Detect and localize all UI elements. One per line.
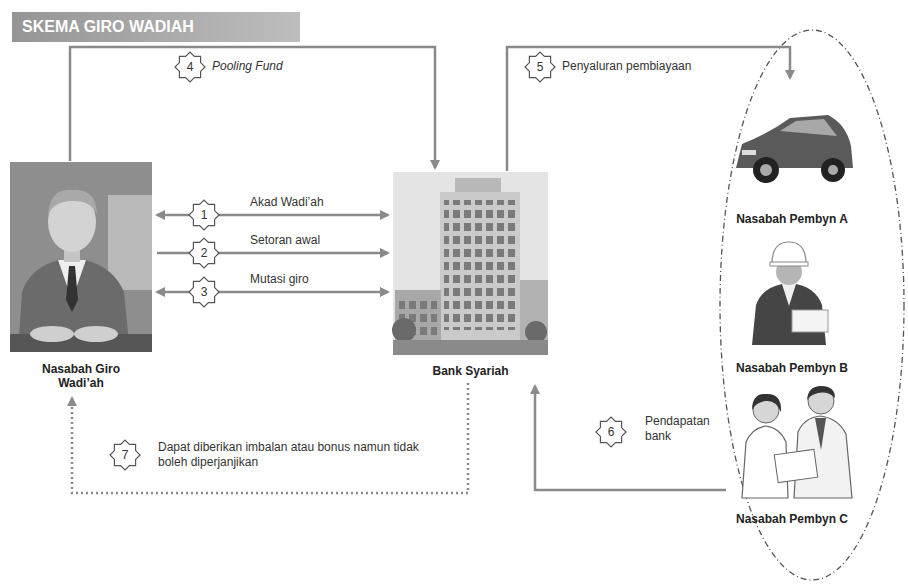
tie <box>66 266 78 312</box>
worker-picture <box>752 242 828 345</box>
callout-number: 7 <box>110 447 140 463</box>
wheel <box>753 157 779 183</box>
callout-star <box>175 52 205 82</box>
flow-arrow <box>72 383 468 493</box>
title-banner <box>12 12 300 42</box>
hub <box>760 164 772 176</box>
party-label: Nasabah Pembyn B <box>728 361 856 375</box>
flow-label: Dapat diberikan imbalan atau bonus namun… <box>158 440 448 470</box>
sky <box>393 172 548 355</box>
flow-arrow <box>70 47 435 168</box>
group-outline <box>720 30 904 580</box>
flow-label: Mutasi giro <box>250 272 390 287</box>
callout-number: 2 <box>189 245 219 261</box>
meeting-picture <box>742 386 852 498</box>
diagram-title: SKEMA GIRO WADIAH <box>22 17 194 37</box>
flow-label: Akad Wadi’ah <box>250 195 390 210</box>
flow-arrow <box>535 386 726 490</box>
callout-number: 6 <box>596 424 626 440</box>
monitor <box>108 195 152 290</box>
callout-star <box>525 52 555 82</box>
flow-arrow <box>507 47 790 171</box>
woman-hair <box>752 394 781 412</box>
flow-label: Setoran awal <box>250 233 390 248</box>
hand <box>30 326 74 342</box>
party-node: Nasabah Pembyn C <box>727 385 857 530</box>
hair <box>48 190 97 215</box>
papers <box>774 449 818 482</box>
callout-number: 3 <box>189 284 219 300</box>
callout-number: 4 <box>175 59 205 75</box>
wheel <box>821 158 845 182</box>
flow-label: Pendapatan bank <box>645 414 725 444</box>
car-light <box>742 150 756 155</box>
street <box>393 340 548 355</box>
hub <box>828 165 838 175</box>
tree <box>525 321 547 343</box>
windows <box>444 200 516 330</box>
party-node: Nasabah Pembyn A <box>727 82 857 230</box>
tower <box>440 192 520 342</box>
callout-star <box>596 417 626 447</box>
flow-label: Pooling Fund <box>212 59 362 74</box>
callout-star <box>110 440 140 470</box>
party-node: Nasabah Pembyn B <box>727 235 857 379</box>
car-picture <box>736 115 853 183</box>
party-label: Nasabah Pembyn C <box>728 512 856 526</box>
car-window <box>780 119 837 136</box>
bank-building <box>392 172 548 355</box>
customer-photo <box>10 162 152 352</box>
party-label: Nasabah Giro Wadi’ah <box>31 362 131 390</box>
callout-star <box>189 277 219 307</box>
side-building <box>520 280 548 342</box>
papers <box>792 310 828 332</box>
callout-star <box>189 238 219 268</box>
helmet-brim <box>770 262 808 266</box>
man-hair <box>807 386 835 400</box>
callout-star <box>189 200 219 230</box>
party-node: Nasabah Giro Wadi’ah <box>10 162 152 394</box>
photo-ground <box>10 162 152 352</box>
party-label: Bank Syariah <box>396 364 546 378</box>
tree <box>392 318 416 342</box>
shirt <box>782 284 796 306</box>
callout-number: 1 <box>189 207 219 223</box>
party-node: Bank Syariah <box>393 172 548 382</box>
hand <box>74 326 118 342</box>
man-tie <box>815 418 826 450</box>
helmet <box>772 242 806 264</box>
party-label: Nasabah Pembyn A <box>728 212 856 226</box>
flow-label: Penyaluran pembiayaan <box>562 59 722 74</box>
callout-number: 5 <box>525 59 555 75</box>
